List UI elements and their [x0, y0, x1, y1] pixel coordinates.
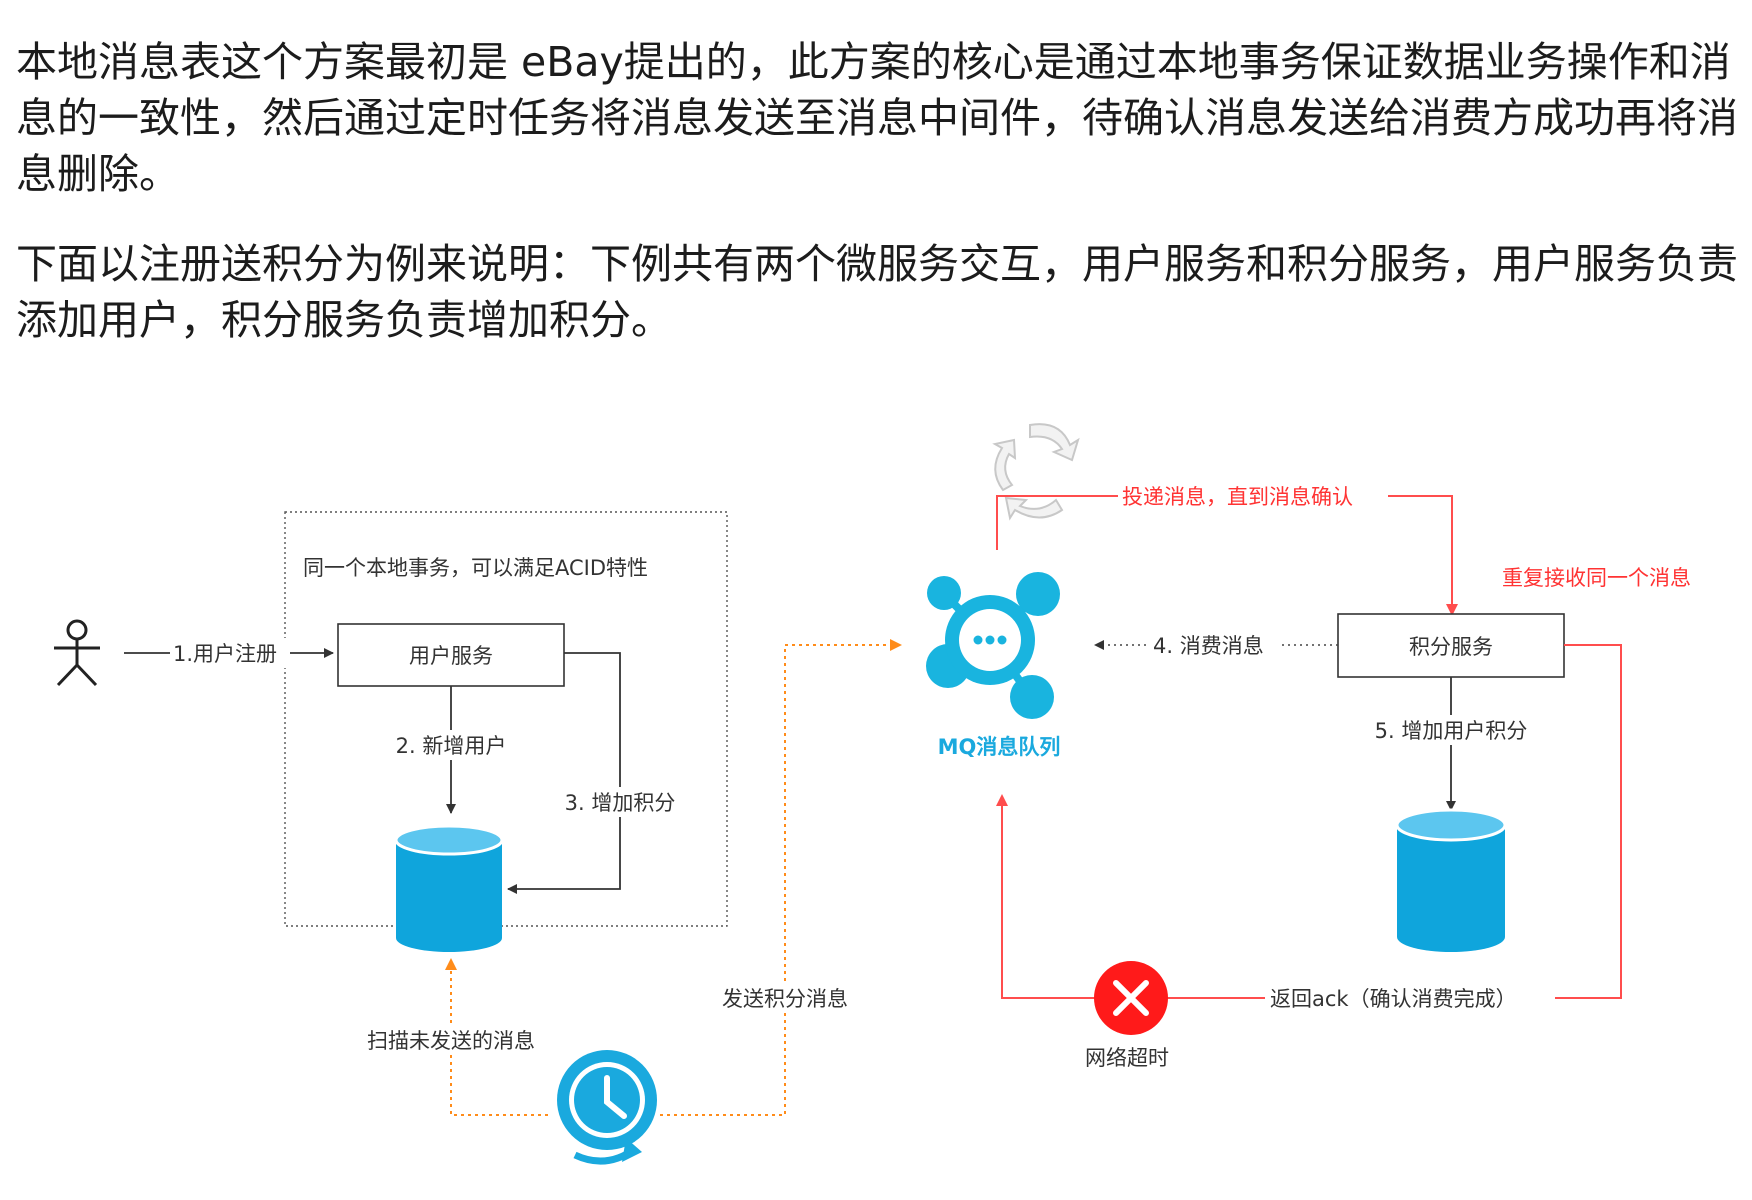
error-icon: [1094, 961, 1168, 1035]
retry-icon: [992, 423, 1080, 521]
points-service-box[interactable]: [1337, 613, 1565, 678]
deliver-arrow: [996, 495, 1458, 616]
clock-icon: [557, 1050, 657, 1165]
step1-label: 1.用户注册: [173, 642, 277, 666]
send-message-label: 发送积分消息: [722, 987, 848, 1011]
user-icon: [54, 619, 100, 687]
send-message-arrow: [660, 639, 902, 1116]
architecture-diagram: 同一个本地事务，可以满足ACID特性 1.用户注册 用户服务 2. 新增用户 3…: [54, 423, 1691, 1165]
step3-label: 3. 增加积分: [565, 791, 676, 815]
timeout-label: 网络超时: [1085, 1046, 1169, 1070]
step4-label: 4. 消费消息: [1153, 634, 1264, 658]
repeat-receive-label: 重复接收同一个消息: [1502, 566, 1691, 590]
mq-icon[interactable]: [926, 572, 1060, 719]
intro-paragraph: 本地消息表这个方案最初是 eBay提出的，此方案的核心是通过本地事务保证数据业务…: [16, 38, 1738, 198]
user-service-label: 用户服务: [409, 644, 493, 668]
points-service-label: 积分服务: [1409, 635, 1493, 659]
step3-arrow: [507, 652, 621, 894]
step2-label: 2. 新增用户: [396, 734, 507, 758]
step5-label: 5. 增加用户积分: [1375, 719, 1528, 743]
ack-return-arrow: [996, 644, 1622, 999]
local-transaction-label: 同一个本地事务，可以满足ACID特性: [303, 556, 648, 580]
database-icon: [394, 824, 504, 952]
database-icon: [1395, 808, 1507, 952]
deliver-label: 投递消息，直到消息确认: [1122, 485, 1353, 509]
mq-label: MQ消息队列: [938, 735, 1061, 759]
scan-label: 扫描未发送的消息: [367, 1029, 535, 1053]
example-paragraph: 下面以注册送积分为例来说明：下例共有两个微服务交互，用户服务和积分服务，用户服务…: [16, 240, 1738, 344]
ack-label: 返回ack（确认消费完成）: [1270, 987, 1517, 1011]
local-transaction-frame: [284, 511, 728, 927]
